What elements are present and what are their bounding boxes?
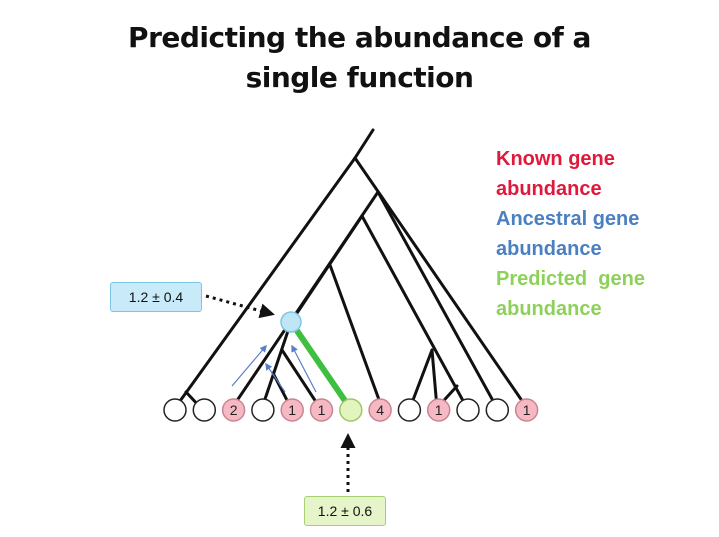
legend-known-line-1: Known gene <box>496 148 615 170</box>
arrow-from-leaf-5 <box>265 362 286 393</box>
leaf-nodes: 2 1 1 4 1 1 <box>163 398 539 422</box>
legend-ancestral-line-1: Ancestral gene <box>496 208 640 230</box>
page-title: Predicting the abundance of a single fun… <box>0 18 719 98</box>
title-line-2: single function <box>245 61 474 94</box>
legend: Known gene abundance Ancestral gene abun… <box>496 144 645 324</box>
branch-leaf-9 <box>408 348 434 410</box>
branch-leaf-8 <box>328 263 384 410</box>
leaf-label-10: 1 <box>435 402 443 418</box>
leaf-node-4 <box>251 398 275 422</box>
legend-ancestral-line-2: abundance <box>496 238 602 260</box>
leaf-node-10 <box>426 398 451 422</box>
legend-predicted-line-2: abundance <box>496 298 602 320</box>
branch-leaf-6 <box>280 348 322 410</box>
predicted-value-callout: 1.2 ± 0.6 <box>304 496 386 526</box>
leaf-label-3: 2 <box>230 402 238 418</box>
branch-leaf-10 <box>430 348 439 410</box>
arrow-from-leaf-6 <box>291 344 317 393</box>
leaf-node-2 <box>192 398 217 422</box>
title-line-1: Predicting the abundance of a <box>128 21 591 54</box>
branch-anc-left <box>260 320 293 410</box>
pointer-ancestral <box>205 294 275 319</box>
inference-arrows <box>231 344 317 393</box>
legend-predicted-line-1: Predicted gene <box>496 268 645 290</box>
leaf-node-8 <box>368 398 392 422</box>
leaf-node-9 <box>397 398 422 422</box>
leaf-node-5 <box>280 398 304 422</box>
legend-known-line-2: abundance <box>496 178 602 200</box>
branch-node-a-right <box>376 190 499 410</box>
branch-node-b-right <box>360 214 469 410</box>
branch-node-b-left <box>289 214 364 324</box>
ancestral-value-callout: 1.2 ± 0.4 <box>110 282 202 312</box>
leaf-label-6: 1 <box>318 402 326 418</box>
leaf-node-7 <box>339 398 363 422</box>
leaf-node-13 <box>514 398 539 422</box>
arrow-from-leaf-3 <box>231 344 267 387</box>
leaf-label-13: 1 <box>523 402 531 418</box>
leaf-label-5: 1 <box>288 402 296 418</box>
branch-root-stem <box>353 128 375 160</box>
predicted-branch <box>288 319 353 411</box>
branch-root-left <box>173 156 357 410</box>
tree-branches <box>173 128 529 410</box>
leaf-node-11 <box>456 398 480 422</box>
leaf-node-3 <box>221 398 246 422</box>
leaf-node-6 <box>309 398 334 422</box>
leaf-node-12 <box>485 398 510 422</box>
ancestral-node <box>280 311 302 333</box>
leaf-label-8: 4 <box>376 402 384 418</box>
leaf-node-1 <box>163 398 187 422</box>
callout-pointers <box>205 294 356 492</box>
